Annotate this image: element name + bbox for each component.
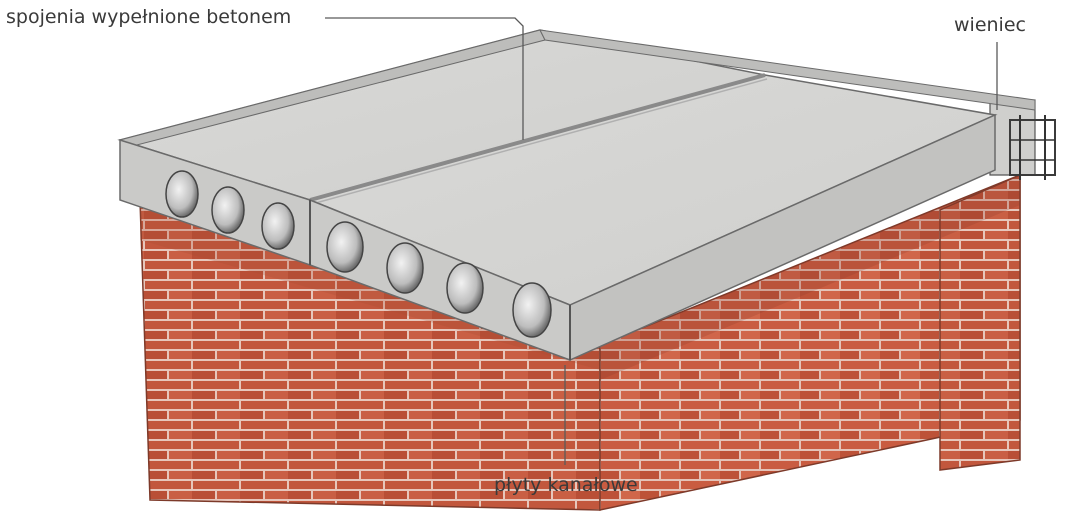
brick-wall-side <box>599 173 1021 511</box>
leader-joints <box>325 17 524 140</box>
label-hollow-core-slabs: płyty kanałowe <box>494 474 638 496</box>
leader-lines <box>325 17 998 465</box>
label-ring-beam: wieniec <box>954 14 1026 36</box>
ring-beam <box>989 99 1056 180</box>
label-filled-joints: spojenia wypełnione betonem <box>6 6 292 28</box>
hollow-core-slabs <box>117 29 1036 362</box>
